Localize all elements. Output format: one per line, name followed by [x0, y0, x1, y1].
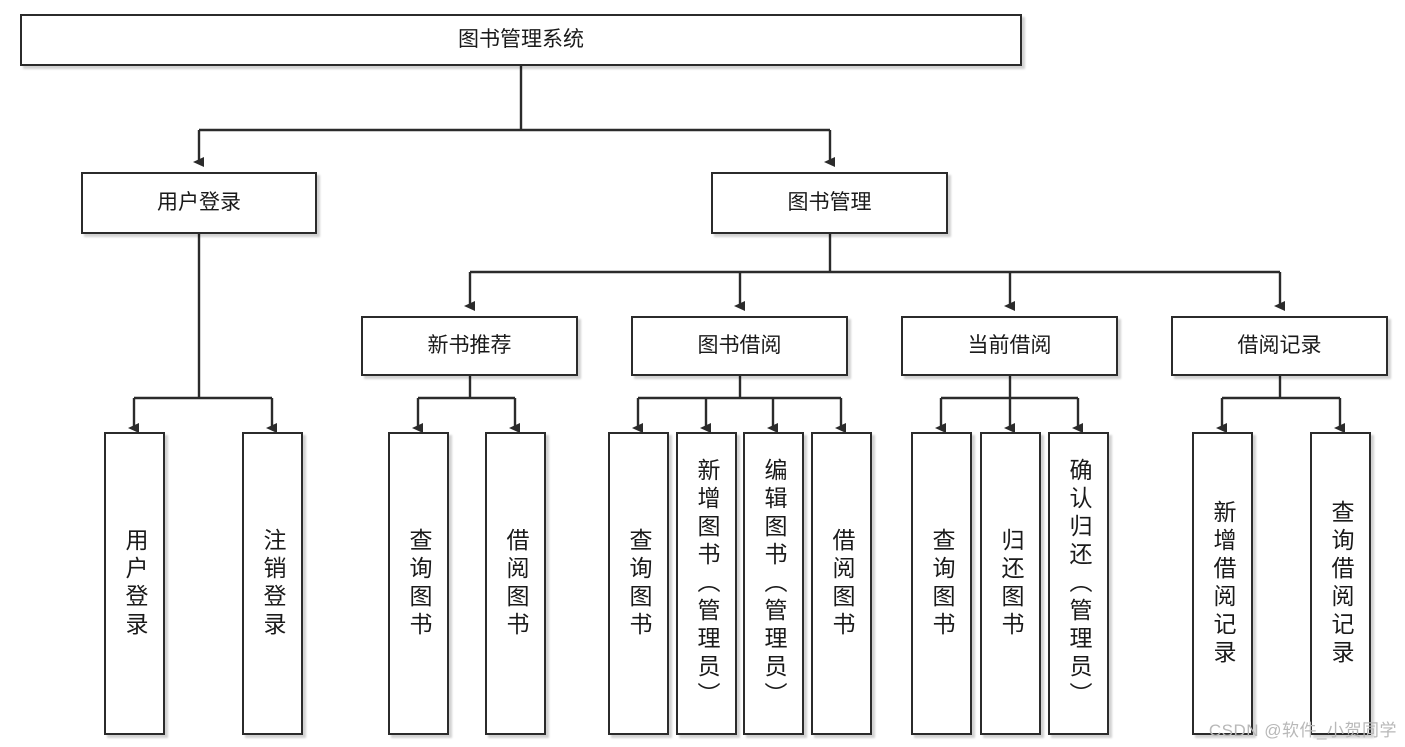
leaf-query-books-recommend-label: 查询图书	[406, 527, 432, 640]
leaf-confirm-return-admin-label: 确认归还（管理员）	[1066, 457, 1092, 710]
node-new-book-recommend-label: 新书推荐	[427, 334, 512, 358]
leaf-edit-book-admin[interactable]: 编辑图书（管理员）	[743, 432, 804, 735]
leaf-edit-book-admin-label: 编辑图书（管理员）	[761, 457, 787, 710]
node-borrow-record[interactable]: 借阅记录	[1171, 316, 1388, 376]
leaf-logout-label: 注销登录	[260, 527, 286, 640]
leaf-add-book-admin-label: 新增图书（管理员）	[694, 457, 720, 710]
node-borrow-record-label: 借阅记录	[1237, 334, 1322, 358]
csdn-watermark: CSDN @软件_小贺同学	[1208, 721, 1397, 740]
node-new-book-recommend[interactable]: 新书推荐	[361, 316, 578, 376]
leaf-query-borrow-record[interactable]: 查询借阅记录	[1310, 432, 1371, 735]
leaf-user-login[interactable]: 用户登录	[104, 432, 165, 735]
leaf-add-borrow-record[interactable]: 新增借阅记录	[1192, 432, 1253, 735]
node-book-borrow-label: 图书借阅	[697, 334, 782, 358]
leaf-logout[interactable]: 注销登录	[242, 432, 303, 735]
node-current-borrow[interactable]: 当前借阅	[901, 316, 1118, 376]
leaf-query-books-current[interactable]: 查询图书	[911, 432, 972, 735]
node-user-login[interactable]: 用户登录	[81, 172, 317, 234]
leaf-user-login-label: 用户登录	[122, 527, 148, 640]
leaf-add-book-admin[interactable]: 新增图书（管理员）	[676, 432, 737, 735]
leaf-query-books-current-label: 查询图书	[929, 527, 955, 640]
leaf-query-books-recommend[interactable]: 查询图书	[388, 432, 449, 735]
node-book-borrow[interactable]: 图书借阅	[631, 316, 848, 376]
node-book-management-label: 图书管理	[787, 191, 872, 215]
node-book-management[interactable]: 图书管理	[711, 172, 948, 234]
node-root[interactable]: 图书管理系统	[20, 14, 1022, 66]
leaf-borrow-books-recommend-label: 借阅图书	[503, 527, 529, 640]
leaf-query-books-borrow-label: 查询图书	[626, 527, 652, 640]
node-root-label: 图书管理系统	[458, 28, 584, 52]
leaf-return-books-label: 归还图书	[998, 527, 1024, 640]
leaf-query-books-borrow[interactable]: 查询图书	[608, 432, 669, 735]
leaf-query-borrow-record-label: 查询借阅记录	[1328, 499, 1354, 668]
leaf-borrow-books-recommend[interactable]: 借阅图书	[485, 432, 546, 735]
leaf-confirm-return-admin[interactable]: 确认归还（管理员）	[1048, 432, 1109, 735]
leaf-add-borrow-record-label: 新增借阅记录	[1210, 499, 1236, 668]
node-user-login-label: 用户登录	[157, 191, 241, 215]
leaf-borrow-books[interactable]: 借阅图书	[811, 432, 872, 735]
leaf-return-books[interactable]: 归还图书	[980, 432, 1041, 735]
node-current-borrow-label: 当前借阅	[967, 334, 1052, 358]
leaf-borrow-books-label: 借阅图书	[829, 527, 855, 640]
